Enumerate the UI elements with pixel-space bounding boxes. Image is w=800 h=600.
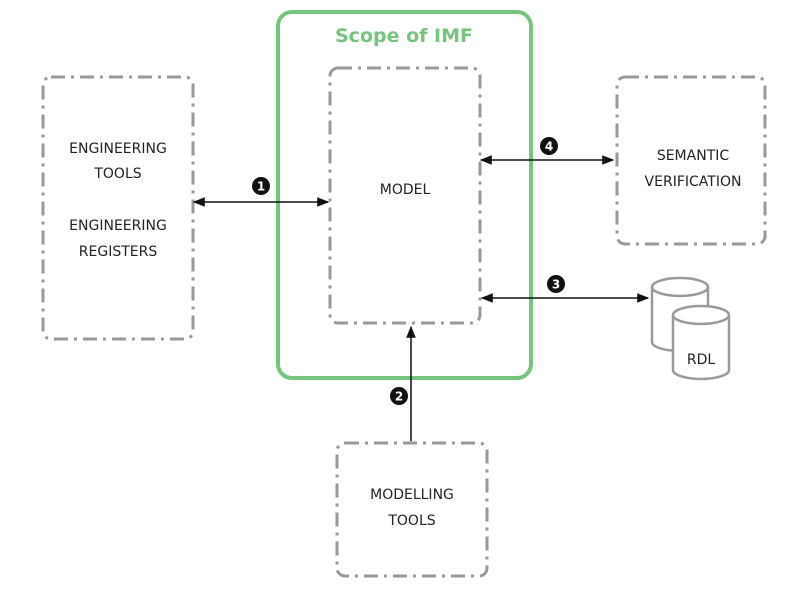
model-box [328,66,482,325]
rdl-database-icon [650,276,731,381]
marker-1: 1 [252,177,270,195]
svg-text:3: 3 [552,278,560,292]
model-label: MODEL [380,182,431,198]
scope-title: Scope of IMF [335,25,473,47]
semantic-verification-box [615,75,767,246]
svg-text:4: 4 [545,140,553,154]
modelling-tools-label: MODELLING [370,487,454,503]
marker-4: 4 [540,137,558,155]
semantic-verification-label: SEMANTIC [657,148,730,164]
scope-of-imf-box [276,10,533,380]
modelling-tools-box [335,441,489,578]
svg-text:1: 1 [257,180,265,194]
svg-text:2: 2 [395,390,403,404]
semantic-verification-label-2: VERIFICATION [645,174,742,190]
engineering-tools-box [41,75,195,341]
rdl-label: RDL [687,352,716,368]
marker-2: 2 [390,387,408,405]
marker-3: 3 [547,275,565,293]
modelling-tools-label-2: TOOLS [387,513,435,529]
engineering-tools-label: ENGINEERING [69,141,167,157]
engineering-registers-label-2: REGISTERS [79,244,158,260]
engineering-tools-label-2: TOOLS [93,166,141,182]
engineering-registers-label: ENGINEERING [69,218,167,234]
